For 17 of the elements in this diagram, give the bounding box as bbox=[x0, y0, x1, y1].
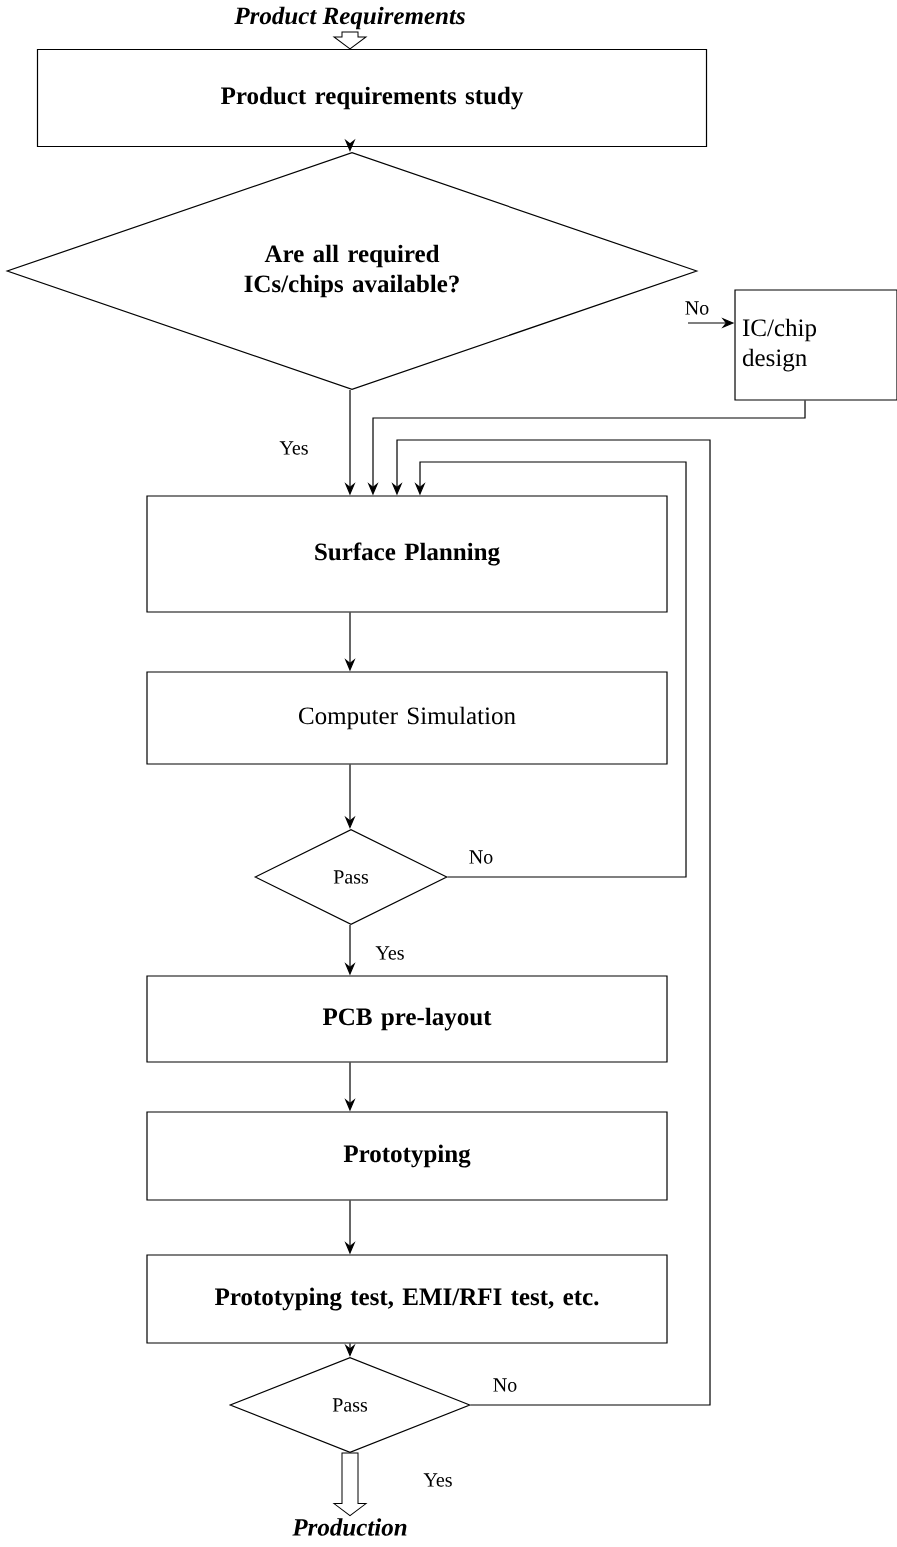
edge-label: Yes bbox=[423, 1473, 452, 1487]
process-box: Prototyping test, EMI/RFI test, etc. bbox=[146, 1254, 668, 1344]
process-box: Surface Planning bbox=[146, 495, 668, 613]
process-box: Prototyping bbox=[146, 1111, 668, 1201]
hollow-arrow bbox=[333, 1452, 367, 1517]
heading-text: Product Requirements bbox=[234, 6, 465, 30]
heading-text: Production bbox=[292, 1518, 407, 1536]
process-box: Product requirements study bbox=[36, 48, 708, 148]
edge-label: Yes bbox=[279, 441, 308, 455]
process-box: PCB pre-layout bbox=[146, 975, 668, 1063]
process-box: IC/chip design bbox=[734, 289, 897, 401]
process-box: Computer Simulation bbox=[146, 671, 668, 765]
edge-label: Yes bbox=[375, 946, 404, 960]
edge-label: No bbox=[469, 850, 493, 864]
hollow-arrow bbox=[333, 31, 367, 50]
edge-label: No bbox=[493, 1378, 517, 1392]
edge-label: No bbox=[685, 301, 709, 315]
